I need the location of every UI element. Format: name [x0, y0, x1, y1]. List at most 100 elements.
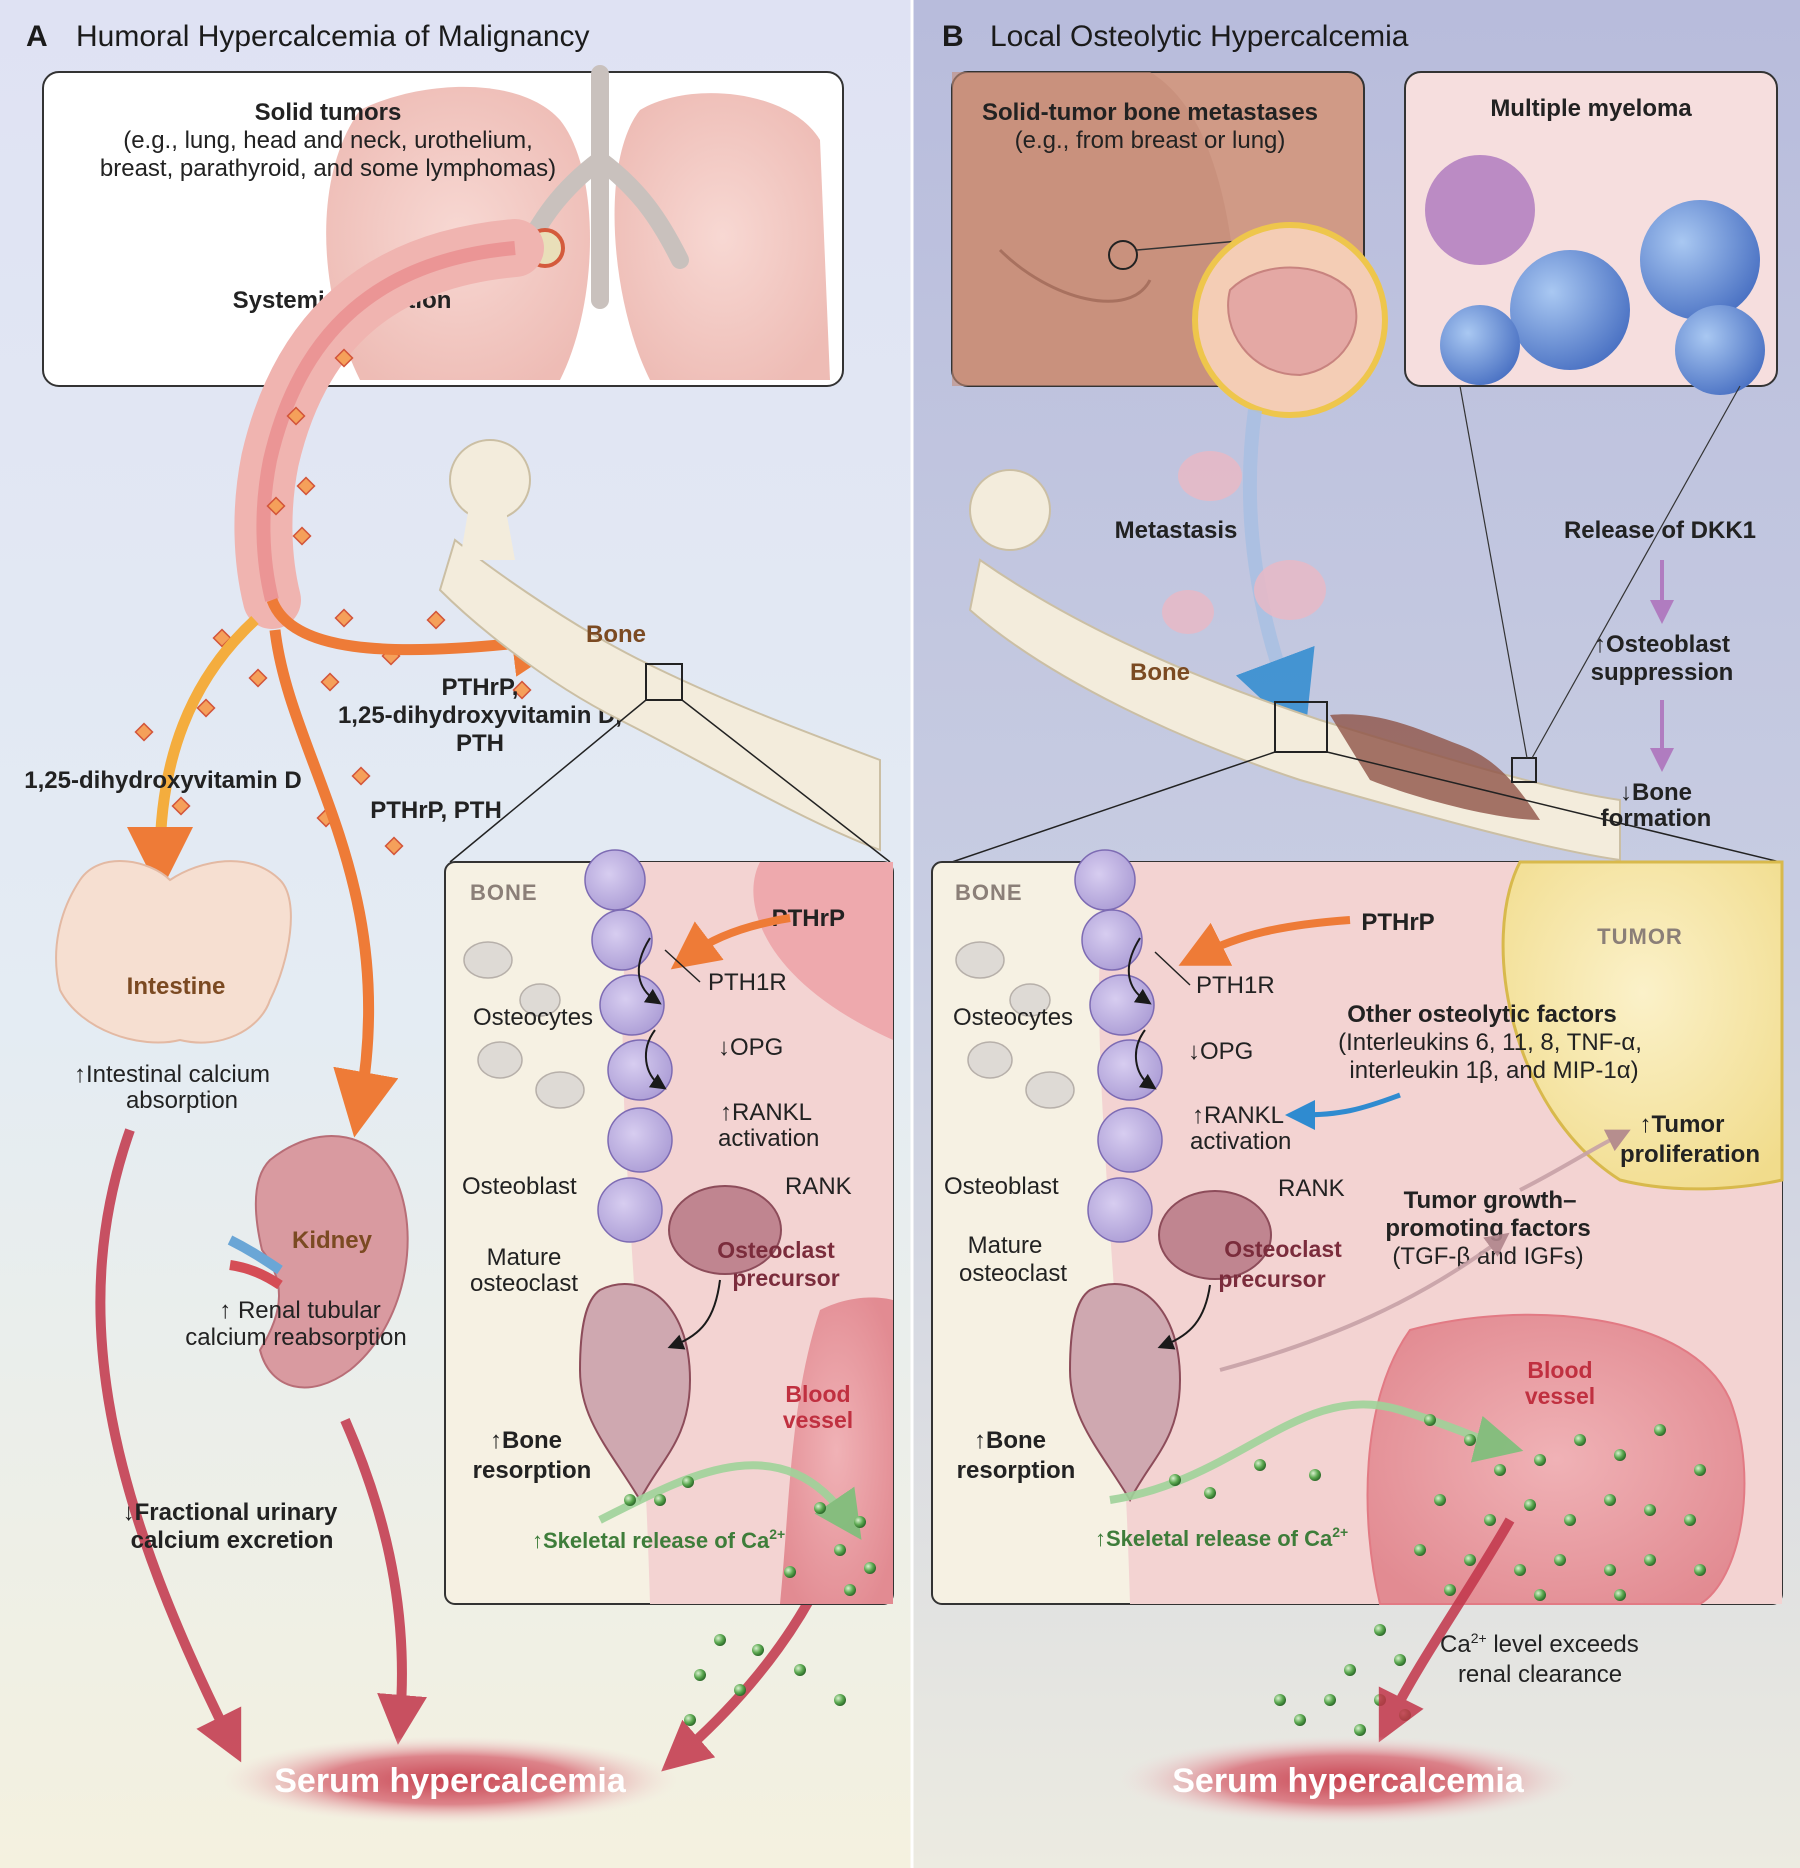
dkk1-label: Release of DKK1 — [1564, 517, 1756, 544]
osteoblast-suppression-1: ↑Osteoblast — [1594, 631, 1730, 658]
inset-b-osteocytes-label: Osteocytes — [953, 1004, 1073, 1031]
kidney-illustration — [227, 1135, 409, 1389]
inset-a-precursor-label-1: Osteoclast — [717, 1237, 835, 1263]
panel-a-serum-label: Serum hypercalcemia — [274, 1762, 627, 1800]
inset-b-osteoblast-label: Osteoblast — [944, 1173, 1059, 1200]
inset-b-rank-label: RANK — [1278, 1175, 1345, 1202]
inset-a-mature-label-2: osteoclast — [470, 1270, 578, 1297]
inset-b-growth-1: Tumor growth– — [1404, 1187, 1577, 1214]
panel-a-title: Humoral Hypercalcemia of Malignancy — [76, 20, 590, 53]
inset-b-pthrp-label: PTHrP — [1361, 909, 1434, 936]
zoom-line-right — [681, 699, 891, 863]
femur-illustration — [438, 439, 881, 852]
inset-a-blood-label-2: vessel — [783, 1407, 853, 1433]
zoom-line-left — [449, 699, 647, 863]
inset-b-tumor-prolif-2: proliferation — [1620, 1141, 1760, 1168]
intestine-label: Intestine — [127, 973, 226, 1000]
myeloma-box: Multiple myeloma — [1404, 71, 1778, 395]
inset-b-growth-2: promoting factors — [1385, 1215, 1590, 1242]
inset-b-other-1: (Interleukins 6, 11, 8, TNF-α, — [1338, 1029, 1642, 1056]
intestine-effect-2: absorption — [126, 1087, 238, 1114]
inset-a-mature-label-1: Mature — [487, 1244, 562, 1271]
tumor-mass — [1501, 860, 1784, 1191]
inset-b-rankl-label-2: activation — [1190, 1128, 1291, 1155]
bone-arrow-label-1: PTHrP, — [442, 674, 519, 701]
panel-a-bone-inset: BONE PTHrP PTH1R Osteocytes ↓OPG ↑RANKL … — [444, 849, 894, 1605]
inset-b-precursor-label-1: Osteoclast — [1224, 1236, 1342, 1262]
inset-a-blood-vessel — [780, 1297, 893, 1604]
inset-a-osteoblast-label: Osteoblast — [462, 1173, 577, 1200]
bone-label: Bone — [586, 621, 646, 648]
panel-b-letter: B — [942, 20, 964, 53]
intestine-effect-1: ↑Intestinal calcium — [74, 1061, 270, 1088]
bone-formation-1: ↓Bone — [1620, 779, 1692, 806]
inset-a-rankl-label-1: ↑RANKL — [720, 1099, 812, 1126]
arrow-to-intestine — [127, 615, 259, 893]
inset-b-other-2: interleukin 1β, and MIP-1α) — [1349, 1057, 1638, 1084]
metastasis-label: Metastasis — [1115, 517, 1238, 544]
serum-glow-a — [220, 1736, 680, 1824]
bone-formation-2: formation — [1601, 805, 1712, 832]
inset-b-opg-label: ↓OPG — [1188, 1038, 1253, 1065]
femur-b-illustration — [968, 469, 1621, 862]
inset-a-resorption-label-1: ↑Bone — [490, 1427, 562, 1454]
inset-b-other-title: Other osteolytic factors — [1347, 1001, 1616, 1028]
inset-a-resorption-label-2: resorption — [473, 1457, 592, 1484]
metastasis-zoom-box — [1274, 701, 1328, 753]
kidney-arrow-label: PTHrP, PTH — [370, 797, 502, 824]
inset-a-osteocytes-label: Osteocytes — [473, 1004, 593, 1031]
metastases-title: Solid-tumor bone metastases — [982, 99, 1318, 126]
inset-a-vessel-top — [753, 862, 893, 1040]
osteolytic-lesion — [1330, 714, 1540, 820]
inset-b-precursor-label-2: precursor — [1218, 1266, 1325, 1292]
myeloma-title: Multiple myeloma — [1490, 95, 1692, 122]
inset-a-skeletal-label: ↑Skeletal release of Ca2+ — [532, 1526, 785, 1553]
inset-b-tumor-label: TUMOR — [1597, 924, 1683, 949]
metastasis-arrow — [1235, 409, 1315, 740]
arrow-to-kidney — [269, 629, 399, 1138]
panel-a-letter: A — [26, 20, 48, 53]
inset-b-pth1r-label: PTH1R — [1196, 972, 1275, 999]
inset-b-tumor-prolif-1: ↑Tumor — [1640, 1111, 1725, 1138]
metastases-sub: (e.g., from breast or lung) — [1015, 127, 1286, 154]
inset-a-opg-label: ↓OPG — [718, 1034, 783, 1061]
arrow-kidney-to-serum — [340, 1417, 427, 1745]
inset-a-rankl-label-2: activation — [718, 1125, 819, 1152]
bone-arrow-label-2: 1,25-dihydroxyvitamin D, — [338, 702, 622, 729]
arrow-bone-to-serum — [661, 1577, 825, 1772]
arrow-intestine-to-serum — [95, 1128, 242, 1763]
arrow-to-bone — [266, 597, 578, 677]
osteoblast-cells — [584, 849, 673, 1243]
bone-zoom-box — [645, 663, 683, 701]
panel-b-bone-inset: BONE TUMOR PTHrP PTH1R Osteocytes ↓OPG O… — [931, 849, 1784, 1605]
osteoclast-precursor-cell — [668, 1185, 782, 1275]
osteoblast-suppression-2: suppression — [1591, 659, 1734, 686]
serum-glow-b — [1118, 1736, 1578, 1824]
inset-b-mature-label-2: osteoclast — [959, 1260, 1067, 1287]
solid-tumors-title: Solid tumors — [255, 99, 402, 126]
solid-tumors-line1: (e.g., lung, head and neck, urothelium, — [123, 127, 533, 154]
right-lung-illustration — [614, 93, 830, 380]
urinary-excretion-2: calcium excretion — [131, 1527, 334, 1554]
inset-a-pthrp-arrow — [670, 914, 791, 970]
hormone-particles — [134, 348, 532, 856]
panel-a: A Humoral Hypercalcemia of Malignancy So… — [24, 20, 894, 1824]
intestine-illustration — [55, 860, 292, 1044]
kidney-label: Kidney — [292, 1227, 373, 1254]
inset-a-bone-label: BONE — [470, 880, 538, 905]
arrow-vessel-to-serum — [1378, 1517, 1515, 1743]
osteocyte-cells — [463, 941, 585, 1109]
inset-a-pth1r-label: PTH1R — [708, 969, 787, 996]
inset-b-blood-label-2: vessel — [1525, 1383, 1595, 1409]
inset-a-precursor-label-2: precursor — [732, 1265, 839, 1291]
inset-a-rank-label: RANK — [785, 1173, 852, 1200]
inset-b-resorption-label-2: resorption — [957, 1457, 1076, 1484]
inset-b-blood-vessel — [1366, 1313, 1746, 1605]
panel-b-title: Local Osteolytic Hypercalcemia — [990, 20, 1409, 53]
renal-label-2: renal clearance — [1458, 1661, 1622, 1688]
lung-tumor-box: Solid tumors (e.g., lung, head and neck,… — [42, 65, 844, 387]
osteoblast-cells-b — [1074, 849, 1163, 1243]
urinary-excretion-1: ↓Fractional urinary — [123, 1499, 338, 1526]
panel-b-serum-label: Serum hypercalcemia — [1172, 1762, 1525, 1800]
